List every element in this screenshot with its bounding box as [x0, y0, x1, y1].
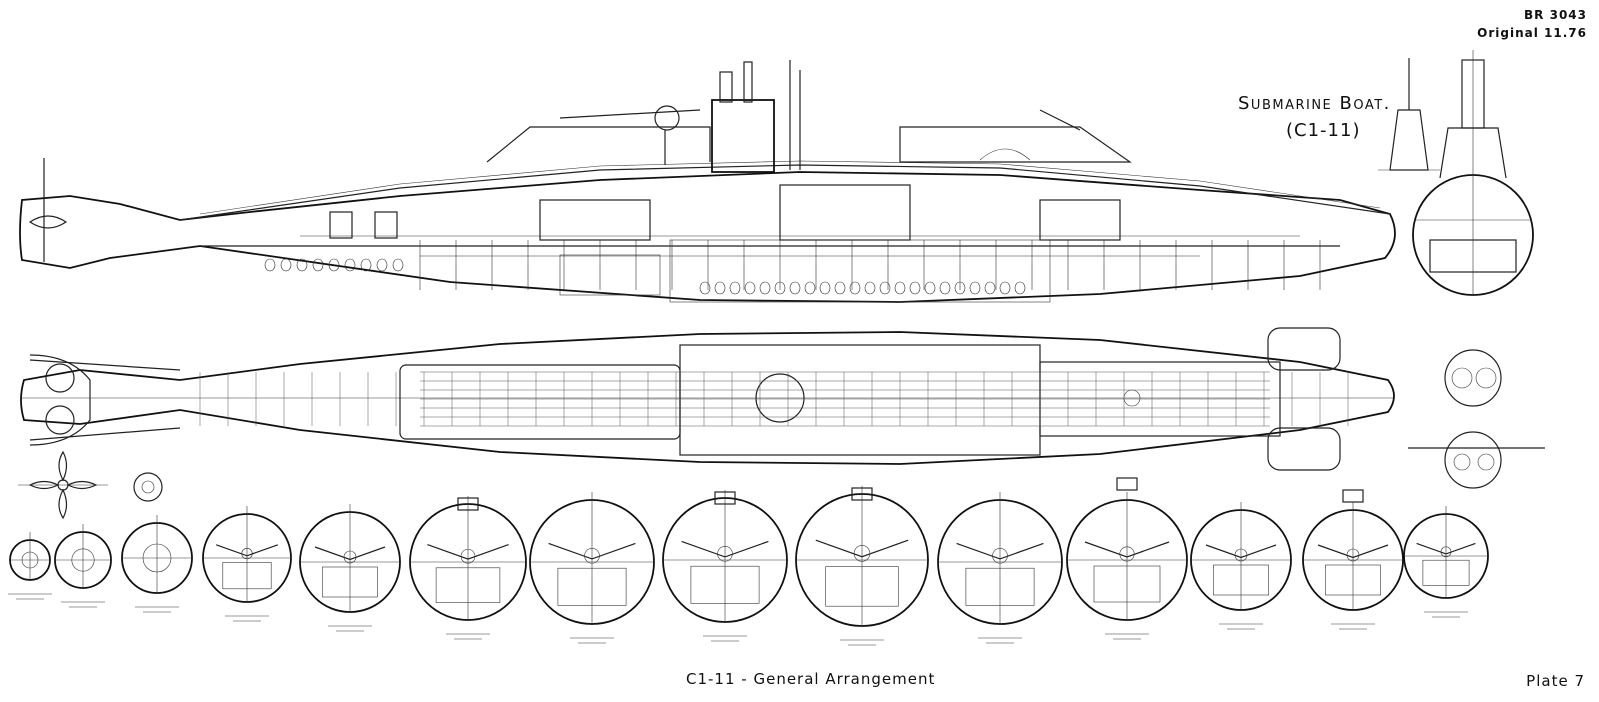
cross-section-11	[1066, 492, 1188, 640]
cross-section-6	[409, 496, 527, 640]
tower-section	[1378, 58, 1440, 171]
document-reference: BR 3043	[1524, 8, 1587, 22]
cross-section-1	[8, 532, 52, 600]
cross-section-7	[529, 492, 655, 644]
edition-note: Original 11.76	[1477, 26, 1587, 40]
side-elevation	[19, 60, 1396, 303]
cross-section-8	[662, 490, 788, 642]
cross-section-5	[299, 504, 401, 632]
plan-view	[20, 327, 1395, 471]
cross-section-4	[202, 506, 292, 622]
cross-sections	[8, 477, 1489, 646]
drawing-title: Submarine Boat.	[1238, 93, 1391, 114]
section-frame-1	[133, 472, 163, 502]
cross-section-13	[1302, 502, 1404, 630]
plate-number: Plate 7	[1526, 672, 1585, 690]
section-right-2	[1408, 431, 1545, 489]
cross-section-12	[1190, 502, 1292, 630]
drawing-subtitle: (C1-11)	[1286, 120, 1361, 141]
cross-section-9	[795, 486, 929, 646]
plate-caption: C1-11 - General Arrangement	[686, 670, 936, 688]
cross-section-10	[937, 492, 1063, 644]
cross-section-2	[54, 524, 112, 608]
cross-section-14	[1403, 506, 1489, 618]
propeller-detail	[18, 450, 108, 520]
end-section-large	[1412, 50, 1534, 296]
section-right-1	[1444, 349, 1502, 407]
cross-section-3	[121, 515, 193, 613]
